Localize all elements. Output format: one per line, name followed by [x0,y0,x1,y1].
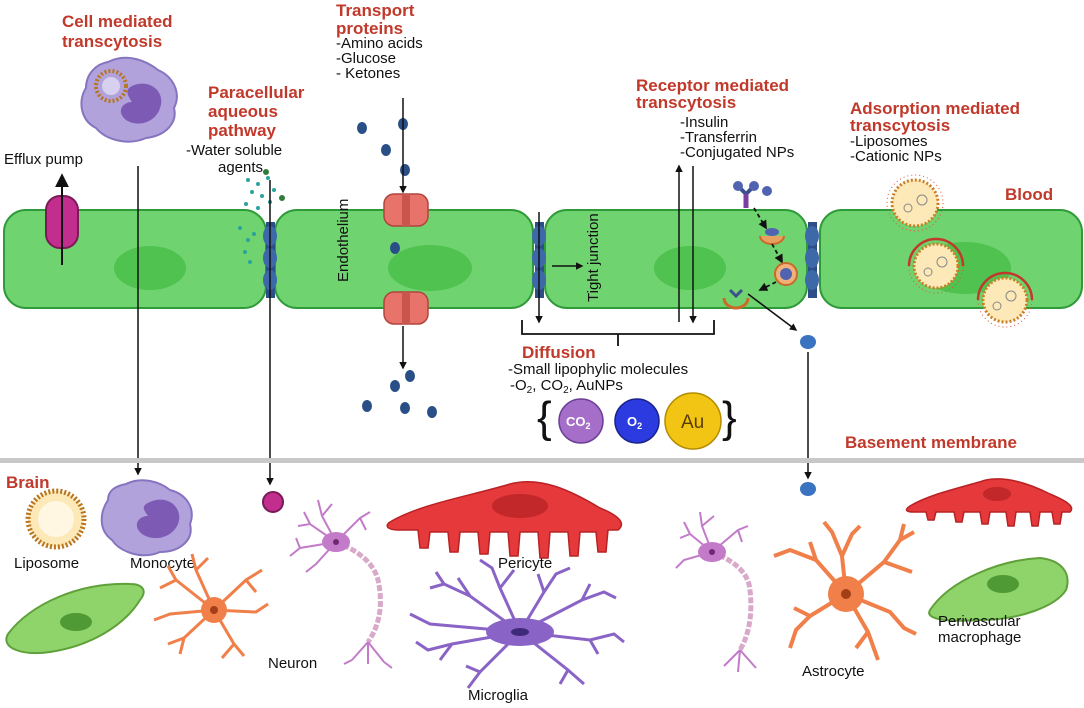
macrophage-label-2: macrophage [938,629,1021,646]
nucleus-3 [654,246,726,290]
transport-item-amino: -Amino acids [336,35,423,52]
receptor-heading: Receptor mediated transcytosis -Insulin … [636,76,794,161]
diffusion-molecules: { CO2 O2 Au } [537,392,737,450]
receptor-item-conjugated: -Conjugated NPs [680,144,794,161]
nucleus-1 [114,246,186,290]
efflux-pump [45,173,79,265]
basement-membrane-label: Basement membrane [845,433,1017,452]
svg-text:{: { [537,393,552,442]
svg-text:}: } [722,393,737,442]
top-monocyte [80,56,178,143]
receptor-title-2: transcytosis [636,93,736,112]
transport-title-2: proteins [336,19,403,38]
tight-junction-label: Tight junction [585,213,602,302]
paracellular-title-1: Paracellular [208,83,305,102]
pericyte-cell-right [905,478,1073,527]
adsorption-title-2: transcytosis [850,116,950,135]
o2-bubble [614,398,660,444]
svg-text:O2: O2 [627,414,642,431]
paracellular-body-2: agents [218,159,263,176]
microglia-label: Microglia [468,687,529,704]
adsorption-liposomes [886,174,1034,328]
macrophage-cell-left [5,582,145,654]
liposome-label: Liposome [14,555,79,572]
water-soluble-agents [238,169,285,264]
monocyte-cell [100,479,193,557]
blood-label: Blood [1005,185,1053,204]
endothelium-label: Endothelium [335,199,352,282]
adsorption-item-cationic: -Cationic NPs [850,148,942,165]
cell-mediated-heading: Cell mediated transcytosis [62,12,173,51]
junction-3 [805,222,819,298]
monocyte-label: Monocyte [130,555,195,572]
transport-molecules-bottom [362,370,437,418]
astrocyte-cell-left [153,553,269,659]
liposome-np-3 [976,271,1034,328]
astrocyte-label: Astrocyte [802,663,865,680]
microglia-cell [409,558,625,689]
diffusion-heading: Diffusion -Small lipophylic molecules -O… [508,343,688,396]
adsorption-heading: Adsorption mediated transcytosis -Liposo… [850,99,1020,165]
astrocyte-cell-right [773,520,917,661]
nucleus-2 [388,245,472,291]
transport-title-1: Transport [336,1,415,20]
receptor-item-insulin: -Insulin [680,114,728,131]
neuron-cell-left [289,499,393,669]
receptor-title-1: Receptor mediated [636,76,789,95]
liposome-cell [25,488,87,550]
receptor-pathway [722,181,816,496]
cell-mediated-title-1: Cell mediated [62,12,173,31]
efflux-pump-label: Efflux pump [4,151,83,168]
paracellular-body-1: -Water soluble [186,142,282,159]
liposome-np-2 [907,237,965,294]
macrophage-label-1: Perivascular [938,613,1021,630]
diffusion-body-1: -Small lipophylic molecules [508,361,688,378]
transport-heading: Transport proteins -Amino acids -Glucose… [336,1,423,82]
transport-channel-top [383,193,429,227]
pericyte-cell [386,480,623,559]
water-soluble-molecule [262,491,284,513]
brain-label: Brain [6,473,49,492]
transport-molecules-top [357,118,410,254]
cell-mediated-title-2: transcytosis [62,32,162,51]
co2-bubble [558,398,604,444]
diffusion-arrows [521,164,715,346]
svg-text:CO2: CO2 [566,414,591,431]
pericyte-label: Pericyte [498,555,552,572]
macrophage-cell-right [928,556,1069,622]
svg-text:Au: Au [681,412,704,433]
neuron-cell-right [675,511,757,673]
adsorption-title-1: Adsorption mediated [850,99,1020,118]
au-bubble [664,392,722,450]
diffusion-title: Diffusion [522,343,596,362]
paracellular-heading: Paracellular aqueous pathway -Water solu… [186,83,305,176]
transport-item-ketones: - Ketones [336,65,400,82]
liposome-np-1 [886,174,944,232]
adsorption-item-liposomes: -Liposomes [850,133,928,150]
neuron-label: Neuron [268,655,317,672]
receptor-item-transferrin: -Transferrin [680,129,757,146]
paracellular-title-3: pathway [208,121,277,140]
transport-item-glucose: -Glucose [336,50,396,67]
paracellular-title-2: aqueous [208,102,278,121]
transport-channel-bottom [383,291,429,325]
basement-membrane [0,458,1084,463]
diffusion-body-2: -O2, CO2, AuNPs [510,377,623,396]
